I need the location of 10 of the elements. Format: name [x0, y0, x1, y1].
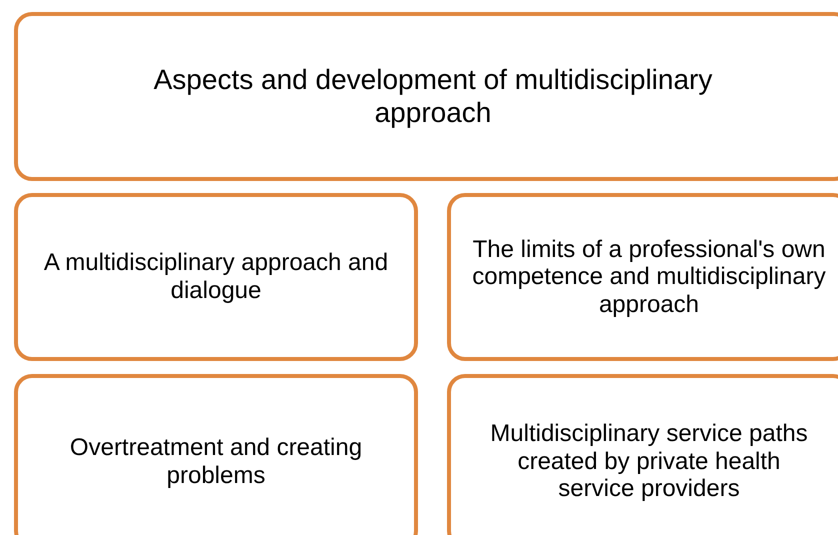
- topic-box: [14, 193, 418, 361]
- topic-box: [14, 12, 838, 181]
- topic-text: Overtreatment and creating problems: [68, 434, 364, 490]
- heading-text: Aspects and development of multidisciplinary approach: [152, 64, 714, 129]
- topic-text: The limits of a professional's own competence and multidisciplinary approach: [471, 236, 827, 318]
- topic-text: A multidisciplinary approach and dialogue: [42, 249, 390, 305]
- topic-box: [14, 374, 418, 535]
- topic-box: [447, 193, 838, 361]
- topic-box: [447, 374, 838, 535]
- topic-text: Multidisciplinary service paths created by private health service providers: [489, 420, 809, 503]
